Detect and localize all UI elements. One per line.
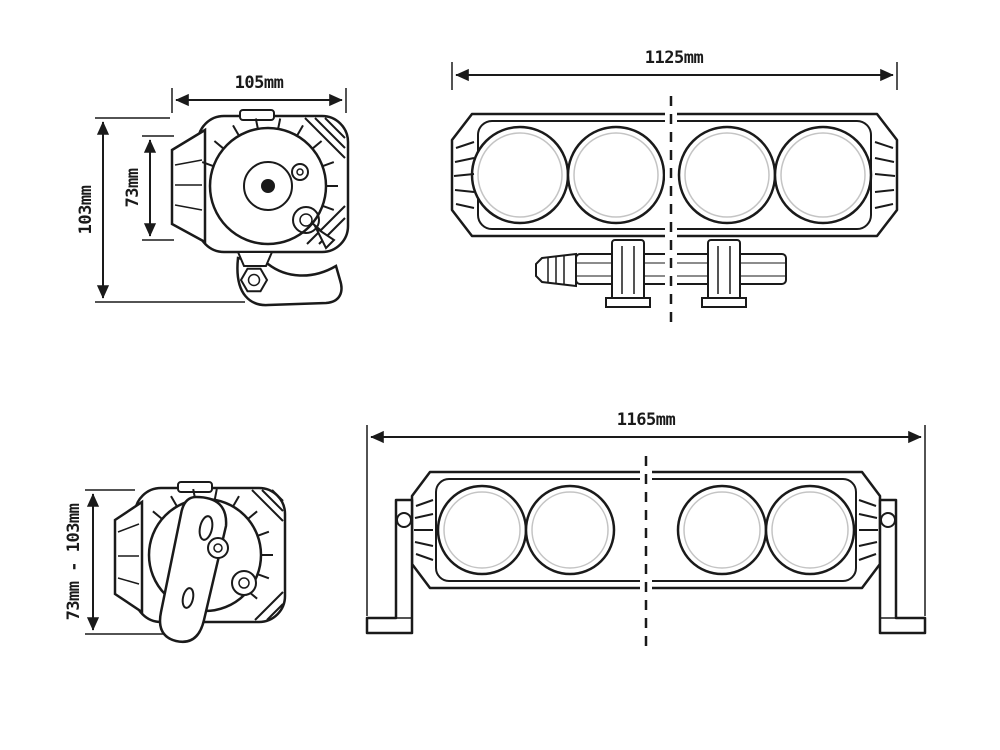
break-line-top: [665, 96, 677, 330]
dimension-105mm: [171, 88, 347, 113]
top-right-bar-front-view: [450, 62, 899, 330]
dim-label-bar-with-brackets-width: 1165mm: [613, 410, 679, 430]
break-line-bottom: [640, 456, 652, 652]
lamp-housing-drawing: [170, 109, 350, 254]
dimension-73mm: [142, 135, 174, 241]
dim-label-lamp-height-outer: 103mm: [76, 182, 96, 238]
dimension-103mm: [95, 117, 245, 303]
left-mounting-bracket-drawing: [365, 498, 414, 635]
dim-label-lamp-height-range: 73mm - 103mm: [64, 500, 84, 624]
dim-label-bar-width: 1125mm: [641, 48, 707, 68]
top-left-lamp-side-view: [95, 88, 350, 307]
dimension-1165mm: [366, 425, 926, 616]
dimension-73-103mm: [85, 489, 170, 635]
dim-label-lamp-width: 105mm: [231, 73, 287, 93]
center-mount-drawing: [535, 239, 787, 308]
right-mounting-bracket-drawing: [878, 498, 927, 635]
dim-label-lamp-height-inner: 73mm: [123, 165, 143, 211]
swivel-bracket-arm-drawing: [158, 495, 229, 644]
bottom-right-bar-front-view: [365, 425, 927, 652]
dimension-1125mm: [451, 62, 898, 90]
bottom-left-lamp-side-view: [85, 481, 287, 644]
lamp-bracket-drawing: [236, 251, 343, 307]
